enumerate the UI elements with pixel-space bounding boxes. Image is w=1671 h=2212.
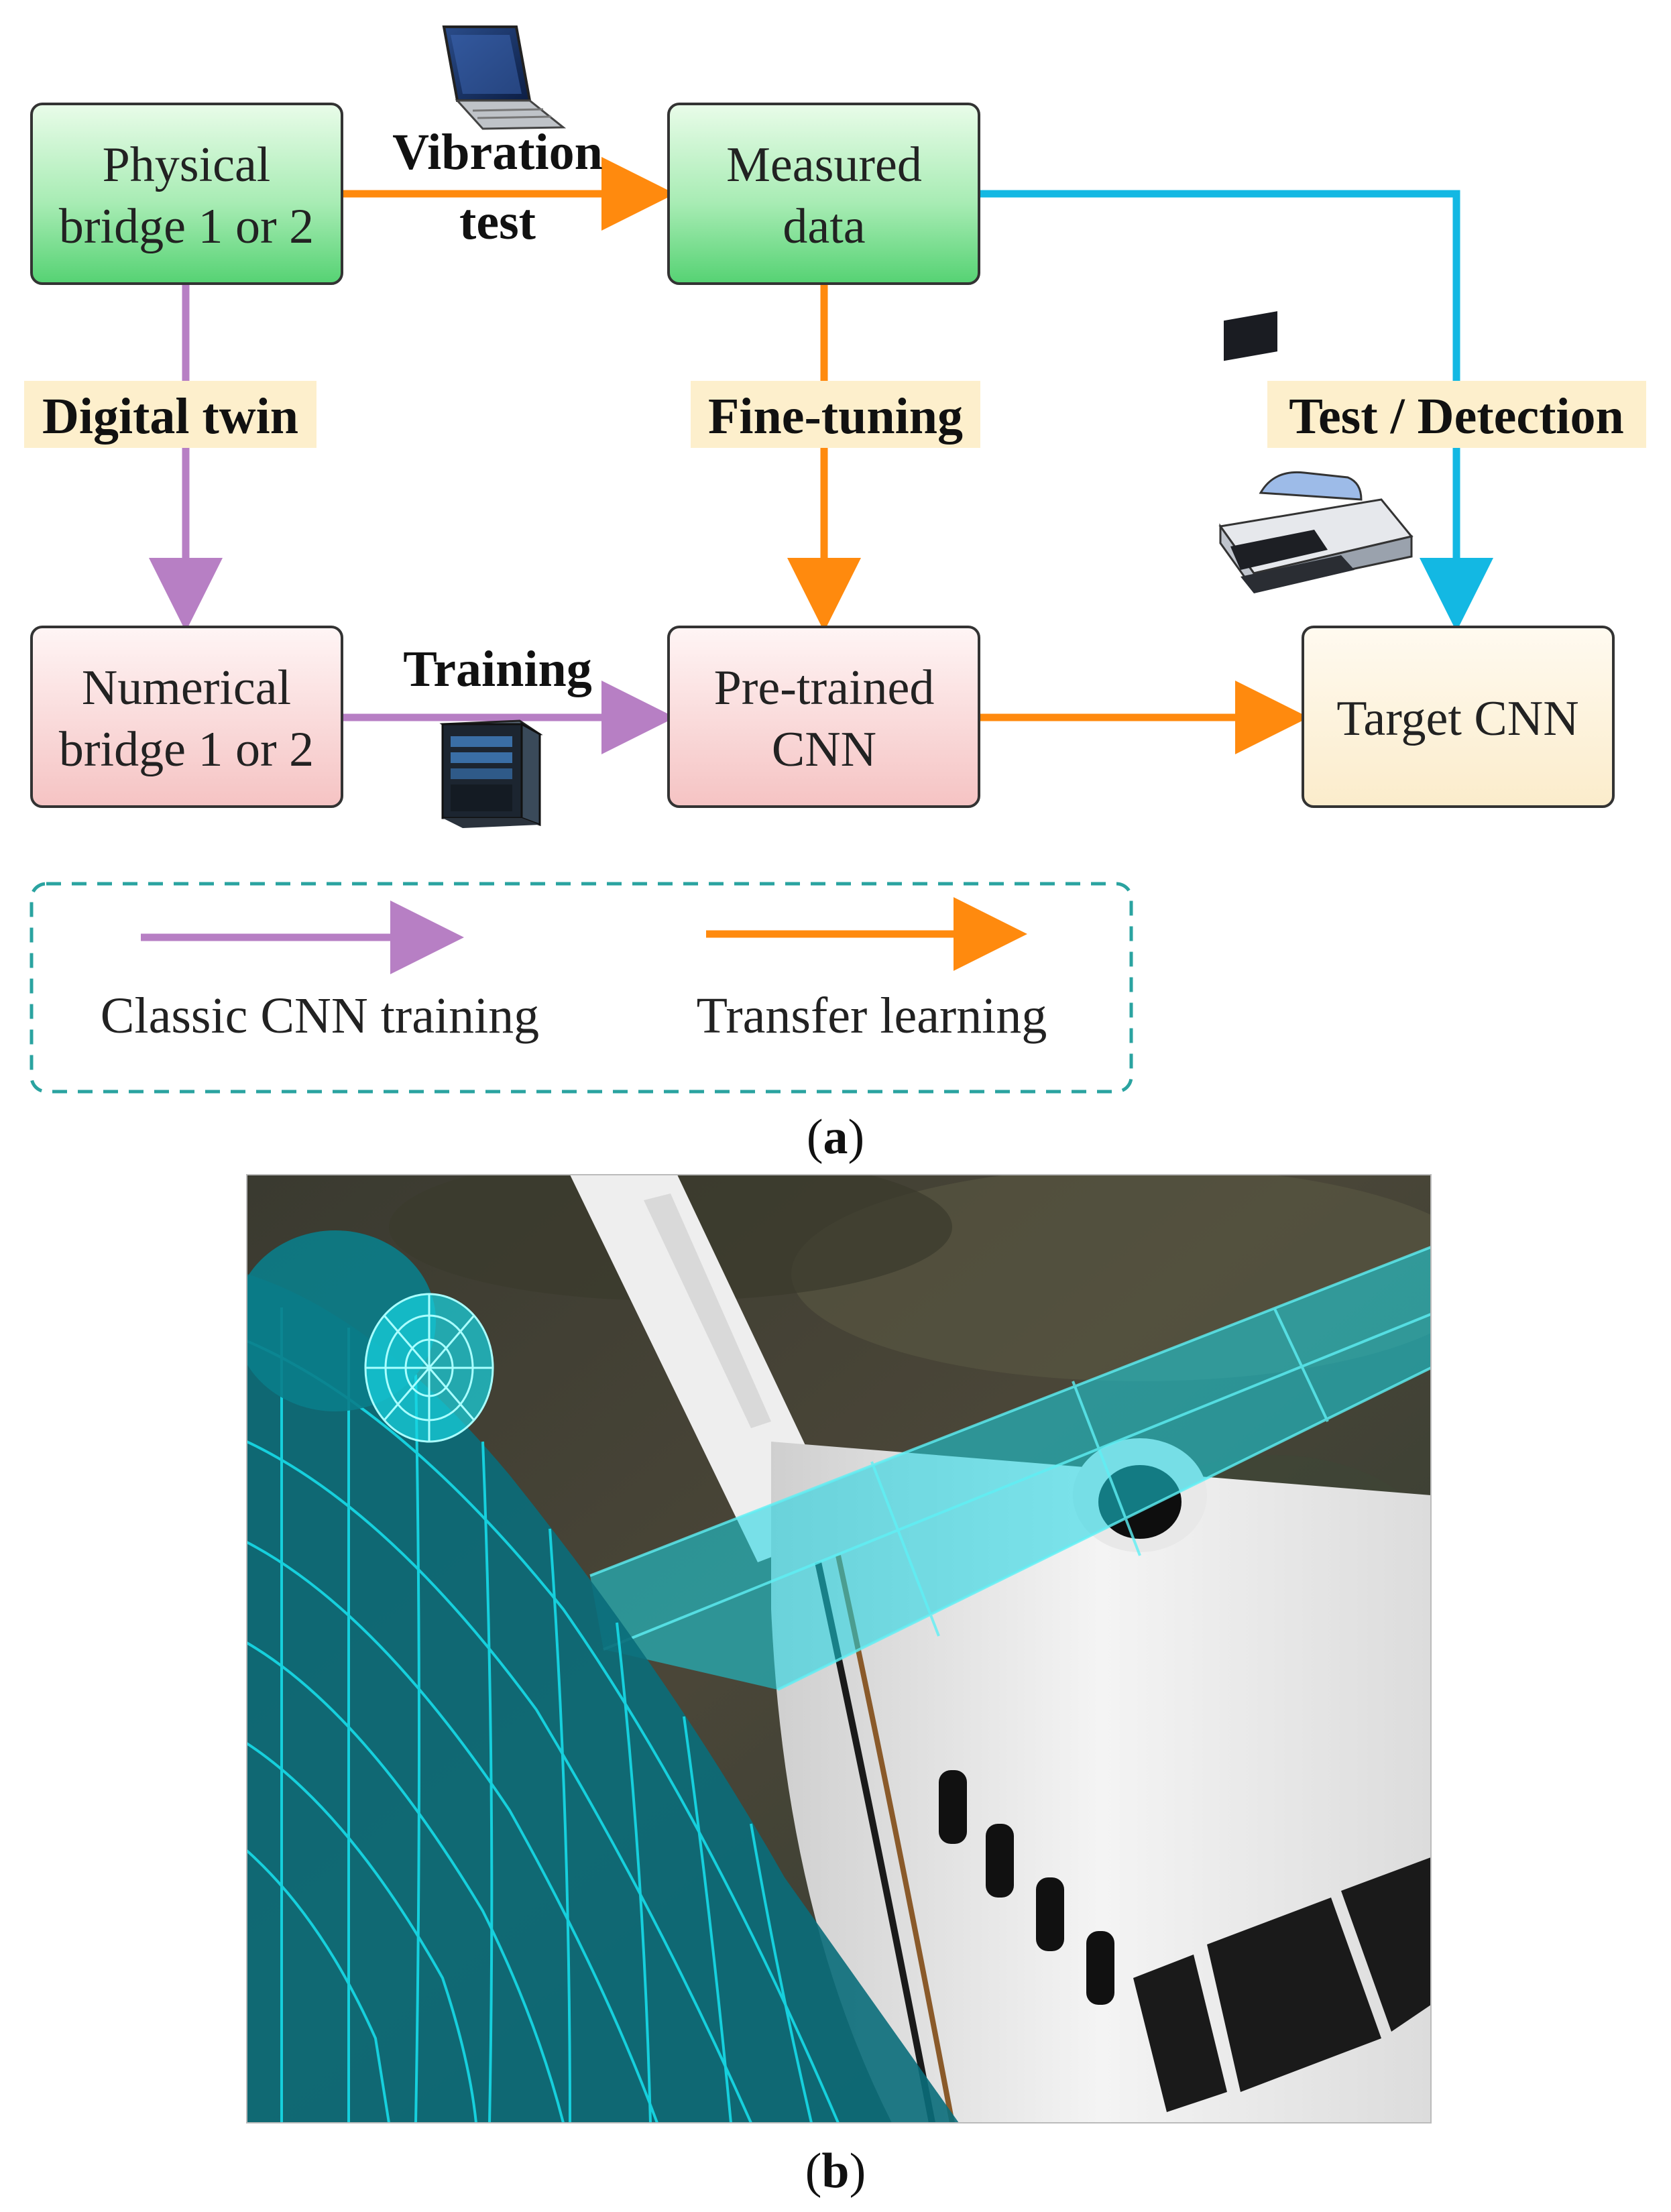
cabin-windows: [939, 1770, 1114, 2005]
airplane-digital-twin-image: [247, 1175, 1431, 2123]
server-tower-icon: [439, 719, 543, 828]
node-label: Target CNN: [1336, 691, 1578, 746]
node-label-line1: Physical: [103, 137, 271, 192]
laptop-icon: [442, 25, 567, 130]
label-highlight: [691, 381, 980, 448]
node-label-line1: Numerical: [82, 660, 291, 715]
edge-label-training: Training: [403, 641, 592, 697]
legend-label-transfer: Transfer learning: [697, 988, 1047, 1044]
legend: Classic CNN training Transfer learning: [30, 882, 1133, 1094]
panel-b: (b): [246, 1174, 1432, 2199]
edge-label-digital-twin: Digital twin: [42, 388, 298, 445]
label-highlight: [1267, 381, 1646, 448]
edge-label-vibration-line1: Vibration: [392, 124, 603, 180]
node-label-line1: Pre-trained: [714, 660, 935, 715]
panel-a: Physical bridge 1 or 2 Measured data Num…: [24, 25, 1646, 1165]
wireframe-engine: [247, 1230, 494, 1443]
node-label-line2: data: [783, 199, 865, 254]
node-target-cnn: Target CNN: [1302, 626, 1615, 808]
edge-label-test-detection: Test / Detection: [1289, 388, 1624, 445]
edges: [149, 157, 1493, 754]
legend-label-classic: Classic CNN training: [101, 988, 539, 1044]
image-frame: [246, 1174, 1432, 2123]
label-highlight: [24, 381, 316, 448]
node-label-line2: CNN: [772, 722, 876, 777]
caption-a: (a): [807, 1110, 864, 1165]
edge-label-vibration-line2: test: [459, 194, 536, 250]
legend-border: [30, 882, 1133, 1094]
printer-icon: [1218, 311, 1414, 593]
node-pretrained-cnn: Pre-trained CNN: [667, 626, 980, 808]
edge-label-fine-tuning: Fine-tuning: [708, 388, 963, 445]
node-physical-bridge: Physical bridge 1 or 2: [30, 103, 343, 285]
node-numerical-bridge: Numerical bridge 1 or 2: [30, 626, 343, 808]
node-measured-data: Measured data: [667, 103, 980, 285]
node-label-line2: bridge 1 or 2: [59, 722, 314, 777]
node-label-line2: bridge 1 or 2: [59, 199, 314, 254]
caption-b: (b): [805, 2144, 866, 2199]
wireframe-fuselage: [247, 1274, 959, 2123]
edge-test-detection: [979, 190, 1493, 632]
node-label-line1: Measured: [726, 137, 922, 192]
